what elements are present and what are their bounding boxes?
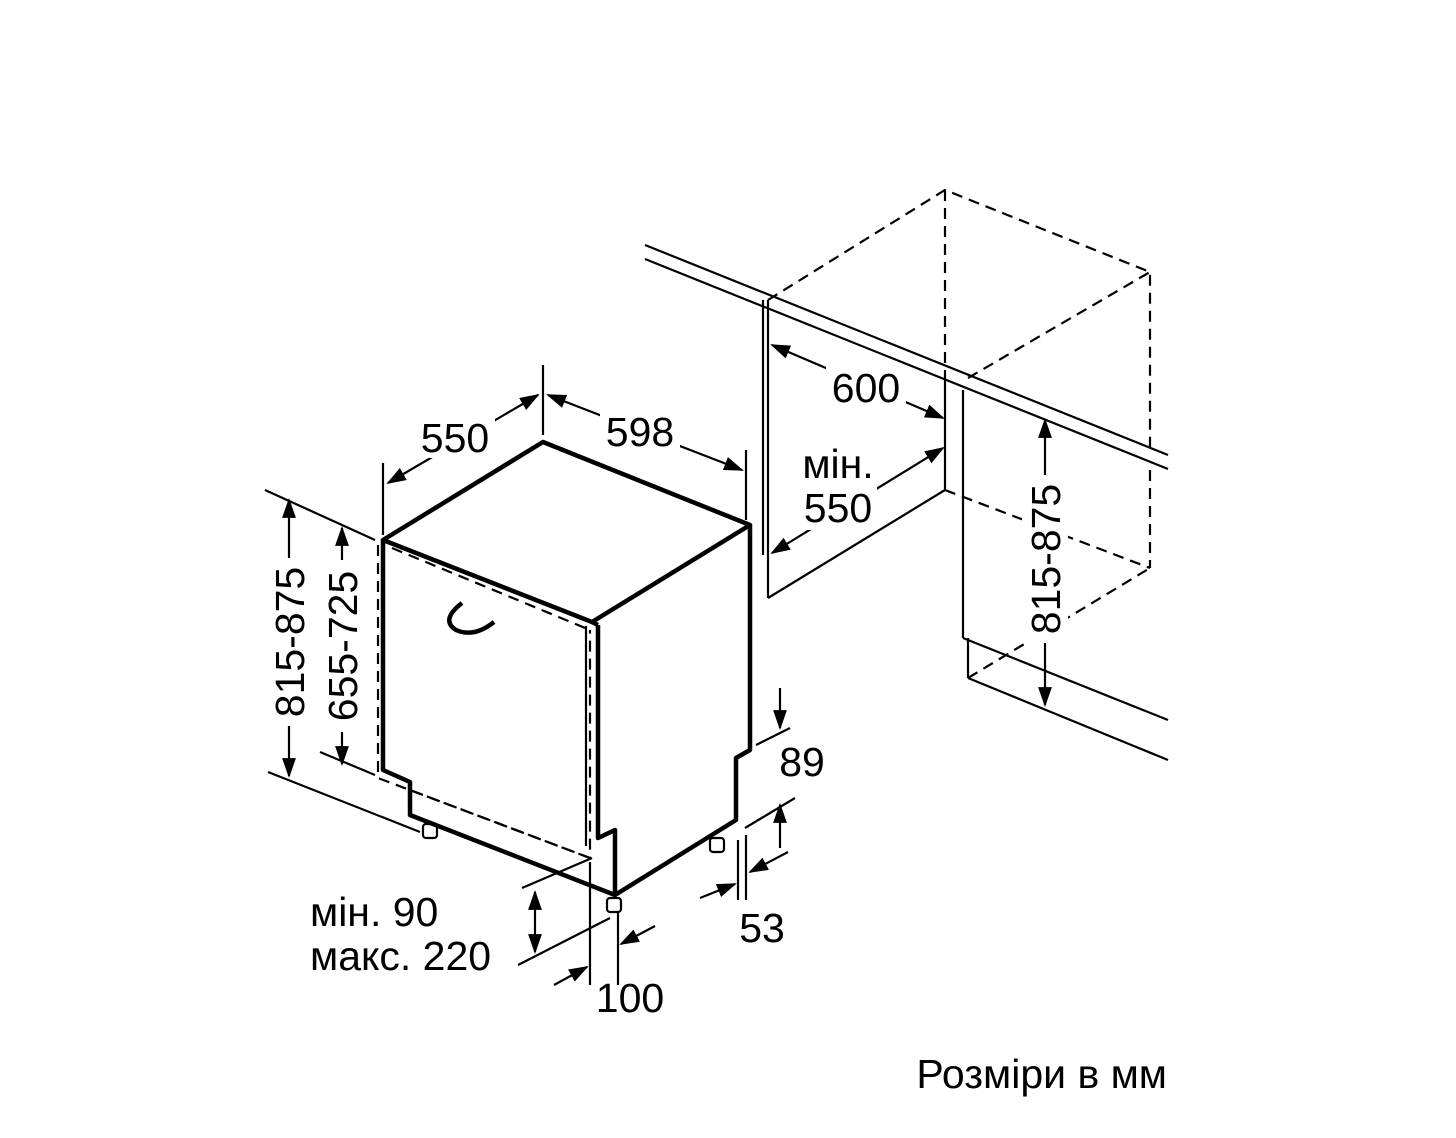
door-handle (447, 601, 496, 635)
appliance-drawing: 550 598 815-875 655-725 89 53 мін. 90 (264, 365, 825, 1021)
ext-plinth-top (755, 727, 791, 746)
dim-plinth-depth-left (553, 966, 589, 986)
door-outline-dashed-top (391, 546, 591, 632)
floor-line (267, 770, 421, 834)
door-top-right-edge (590, 619, 600, 628)
ext-plinth-bottom (744, 797, 796, 829)
appliance-top (380, 439, 753, 625)
niche-depth-prefix: мін. (802, 441, 873, 487)
foot-right (708, 836, 726, 854)
dim-niche-depth-gap (795, 448, 877, 530)
ext-door-bottom (319, 750, 376, 777)
right-plinth-bottom (967, 676, 1169, 762)
clearance-min-label: мін. 90 (310, 889, 438, 935)
ext-clearance-top (521, 856, 593, 890)
right-cabinet-bottom (962, 636, 1169, 722)
foot-left (421, 822, 439, 840)
niche-mid-dashed (967, 271, 1151, 379)
foot-front (605, 896, 623, 914)
dim-width-gap (600, 410, 680, 452)
niche-drawing: 600 мін. 550 815-875 (644, 188, 1169, 762)
niche-top-dashed (767, 188, 1152, 448)
ext-clearance-bottom (517, 917, 611, 966)
dim-appliance-height-gap (266, 558, 312, 726)
ext-height-top (264, 488, 376, 542)
clearance-max-label: макс. 220 (310, 933, 491, 979)
dim-door-height-gap (319, 560, 365, 732)
dim-setback-left (699, 882, 737, 900)
niche-width-label: 600 (832, 365, 900, 411)
appliance-front (380, 540, 618, 898)
dim-depth-gap (415, 416, 495, 458)
worktop-line-bottom (644, 257, 1169, 471)
dim-niche-height-gap (1022, 475, 1068, 643)
appliance-height-label: 815-875 (267, 567, 313, 717)
plinth-depth-label: 100 (596, 975, 664, 1021)
door-height-label: 655-725 (320, 571, 366, 721)
units-note: Розміри в мм (916, 1051, 1167, 1097)
dim-setback-right (748, 851, 789, 873)
plinth-setback-label: 53 (739, 905, 785, 951)
plinth-height-label: 89 (779, 739, 825, 785)
appliance-side (613, 525, 753, 897)
depth-label: 550 (421, 415, 489, 461)
niche-depth-value: 550 (804, 485, 872, 531)
door-outline-dashed-bottom (409, 788, 591, 860)
width-label: 598 (606, 409, 674, 455)
worktop-line-top (644, 243, 1169, 457)
dim-niche-width-gap (826, 366, 906, 408)
niche-height-label: 815-875 (1023, 484, 1069, 634)
dim-plinth-depth-right (619, 925, 656, 945)
